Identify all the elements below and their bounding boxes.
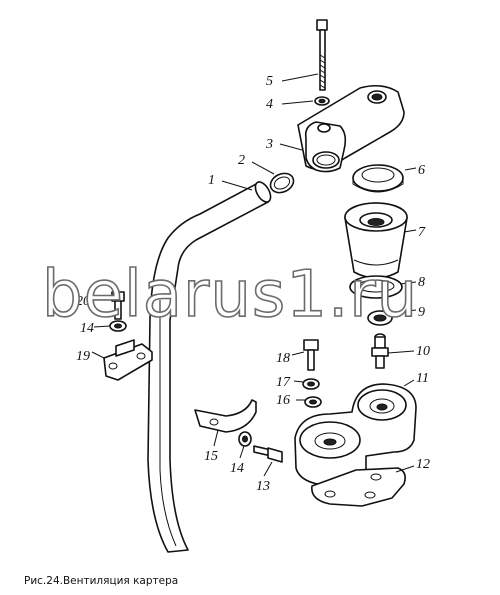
part-1-breather-tube <box>147 181 272 553</box>
part-15-clamp-bracket <box>194 399 257 433</box>
part-7-filter-cartridge <box>344 202 408 279</box>
part-2-o-ring <box>269 172 295 194</box>
callout-6: 6 <box>418 163 425 178</box>
part-11-lower-housing <box>294 383 417 487</box>
part-6-seal-ring <box>352 164 404 193</box>
callout-15: 15 <box>204 449 218 464</box>
part-14-washer-b <box>238 431 252 447</box>
callout-4: 4 <box>266 97 273 112</box>
callout-17: 17 <box>276 375 291 390</box>
part-20-bolt <box>111 291 125 320</box>
callout-12: 12 <box>416 457 430 472</box>
callout-14-upper: 14 <box>80 321 94 336</box>
part-13-bolt <box>253 445 283 463</box>
part-8-lower-seal <box>349 275 403 299</box>
part-12-flange-gasket <box>311 467 406 507</box>
callout-11: 11 <box>416 371 429 386</box>
part-9-gasket <box>367 310 393 326</box>
callout-labels: 1 2 3 4 5 6 7 8 9 10 11 12 13 14 14 15 1… <box>76 74 430 494</box>
part-10-fitting <box>371 333 389 369</box>
callout-18: 18 <box>276 351 290 366</box>
part-14-washer-a <box>109 320 127 332</box>
callout-20: 20 <box>76 294 90 309</box>
callout-7: 7 <box>418 225 426 240</box>
part-17-washer <box>302 378 320 390</box>
callout-5: 5 <box>266 74 273 89</box>
callout-16: 16 <box>276 393 290 408</box>
callout-3: 3 <box>265 137 273 152</box>
part-4-washer <box>314 96 330 106</box>
callout-13: 13 <box>256 479 270 494</box>
part-19-mounting-plate <box>103 339 153 381</box>
callout-2: 2 <box>238 153 245 168</box>
part-5-long-bolt <box>316 19 328 91</box>
part-3-elbow-body <box>297 84 405 173</box>
callout-10: 10 <box>416 344 430 359</box>
callout-9: 9 <box>418 305 425 320</box>
callout-1: 1 <box>208 173 215 188</box>
part-16-seal <box>304 396 322 408</box>
figure-caption: Рис.24.Вентиляция картера <box>24 575 179 587</box>
leader-lines <box>91 73 417 477</box>
callout-19: 19 <box>76 349 90 364</box>
callout-14-lower: 14 <box>230 461 244 476</box>
part-18-bolt <box>303 339 319 371</box>
watermark: belarus1.ru <box>42 258 418 332</box>
callout-8: 8 <box>418 275 425 290</box>
